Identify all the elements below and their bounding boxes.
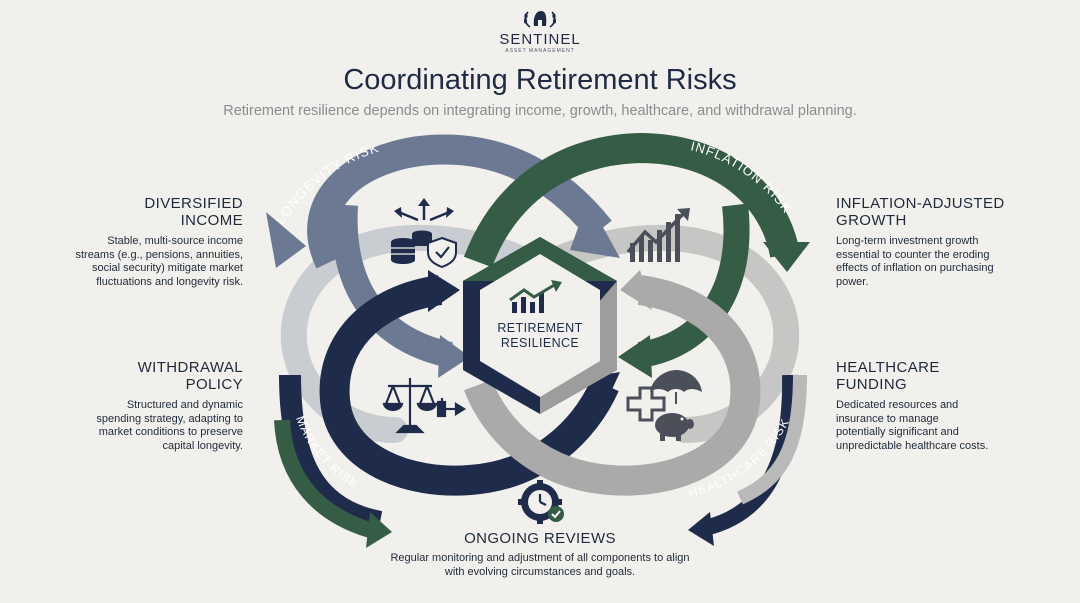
brand-name: SENTINEL [499, 31, 581, 48]
helmet-laurel-icon [523, 11, 557, 28]
title-line2: GROWTH [836, 212, 907, 229]
title-line1: WITHDRAWAL [137, 359, 243, 376]
desc-line: social security) mitigate market [92, 262, 243, 274]
desc-line: Dedicated resources and [836, 399, 959, 411]
healthcare-funding-desc: Dedicated resources and insurance to man… [836, 399, 1036, 453]
page-title: Coordinating Retirement Risks [343, 64, 737, 96]
gear-clock-icon [518, 480, 564, 524]
diversified-income-desc: Stable, multi-source income streams (e.g… [40, 235, 243, 289]
diversified-income-title: DIVERSIFIED INCOME [40, 195, 243, 229]
title-line2: POLICY [185, 376, 243, 393]
desc-line: Structured and dynamic [126, 399, 243, 411]
brand-tagline: ASSET MANAGEMENT [505, 48, 575, 54]
market-outer-arrowhead [366, 512, 392, 548]
inflation-growth-title: INFLATION-ADJUSTED GROWTH [836, 195, 1036, 229]
desc-line: potentially significant and [836, 426, 959, 438]
desc-line: with evolving circumstances and goals. [444, 565, 636, 578]
market-outer-arrow [279, 374, 383, 533]
center-label-line1: RETIREMENT [497, 321, 582, 335]
healthcare-funding-title: HEALTHCARE FUNDING [836, 359, 1036, 393]
healthcare-outer-gray [737, 374, 807, 505]
desc-line: capital longevity. [162, 439, 243, 452]
market-loop [319, 275, 619, 496]
desc-line: effects of inflation on purchasing [836, 262, 994, 274]
diversified-income-block: DIVERSIFIED INCOME Stable, multi-source … [40, 195, 243, 289]
desc-line: market conditions to preserve [98, 426, 243, 438]
title-line2: FUNDING [836, 376, 908, 393]
desc-line: power. [836, 275, 869, 288]
healthcare-arrowhead [620, 270, 652, 310]
ongoing-reviews-desc: Regular monitoring and adjustment of all… [340, 552, 740, 579]
longevity-loop [307, 134, 612, 269]
inflation-inner-arrowhead [618, 335, 652, 378]
longevity-tail-arrowhead [266, 212, 306, 268]
coins-shield-arrows-icon [391, 198, 457, 269]
healthcare-funding-block: HEALTHCARE FUNDING Dedicated resources a… [836, 359, 1036, 453]
desc-line: Long-term investment growth [836, 235, 979, 247]
title-line1: HEALTHCARE [836, 359, 940, 376]
healthcare-loop [463, 275, 761, 496]
inflation-growth-block: INFLATION-ADJUSTED GROWTH Long-term inve… [836, 195, 1036, 289]
medical-umbrella-piggy-icon [626, 370, 702, 441]
title-line1: INFLATION-ADJUSTED [836, 195, 1005, 212]
inflation-growth-desc: Long-term investment growth essential to… [836, 235, 1036, 289]
desc-line: fluctuations and longevity risk. [96, 275, 243, 288]
withdrawal-policy-block: WITHDRAWAL POLICY Structured and dynamic… [40, 359, 243, 453]
desc-line: Stable, multi-source income [107, 235, 243, 247]
healthcare-outer-arrowhead [688, 512, 714, 546]
desc-line: spending strategy, adapting to [96, 412, 243, 425]
desc-line: streams (e.g., pensions, annuities, [75, 248, 243, 261]
inflation-loop [463, 132, 800, 268]
ongoing-reviews-title: ONGOING REVIEWS [464, 530, 616, 547]
rising-chart-icon [626, 208, 690, 262]
withdrawal-policy-title: WITHDRAWAL POLICY [40, 359, 243, 393]
market-arrowhead [428, 270, 460, 312]
longevity-arrowhead [570, 200, 620, 258]
inflation-arrowhead [763, 242, 810, 272]
title-line2: INCOME [180, 212, 243, 229]
ongoing-reviews-block: ONGOING REVIEWS Regular monitoring and a… [340, 530, 740, 579]
balance-scale-icon [382, 378, 467, 434]
center-label-line2: RESILIENCE [501, 336, 579, 350]
desc-line: unpredictable healthcare costs. [836, 439, 989, 452]
page-subtitle: Retirement resilience depends on integra… [223, 103, 857, 119]
title-line1: DIVERSIFIED [144, 195, 243, 212]
longevity-inner-arrowhead [438, 335, 470, 378]
desc-line: Regular monitoring and adjustment of all… [390, 552, 690, 564]
withdrawal-policy-desc: Structured and dynamic spending strategy… [40, 399, 243, 453]
brand: SENTINEL ASSET MANAGEMENT [0, 8, 1080, 55]
center-hexagon-inner [480, 254, 600, 397]
desc-line: insurance to manage [836, 412, 939, 425]
desc-line: essential to counter the eroding [836, 248, 990, 261]
market-green-tail [274, 419, 373, 538]
trend-arrow-icon [509, 280, 562, 313]
